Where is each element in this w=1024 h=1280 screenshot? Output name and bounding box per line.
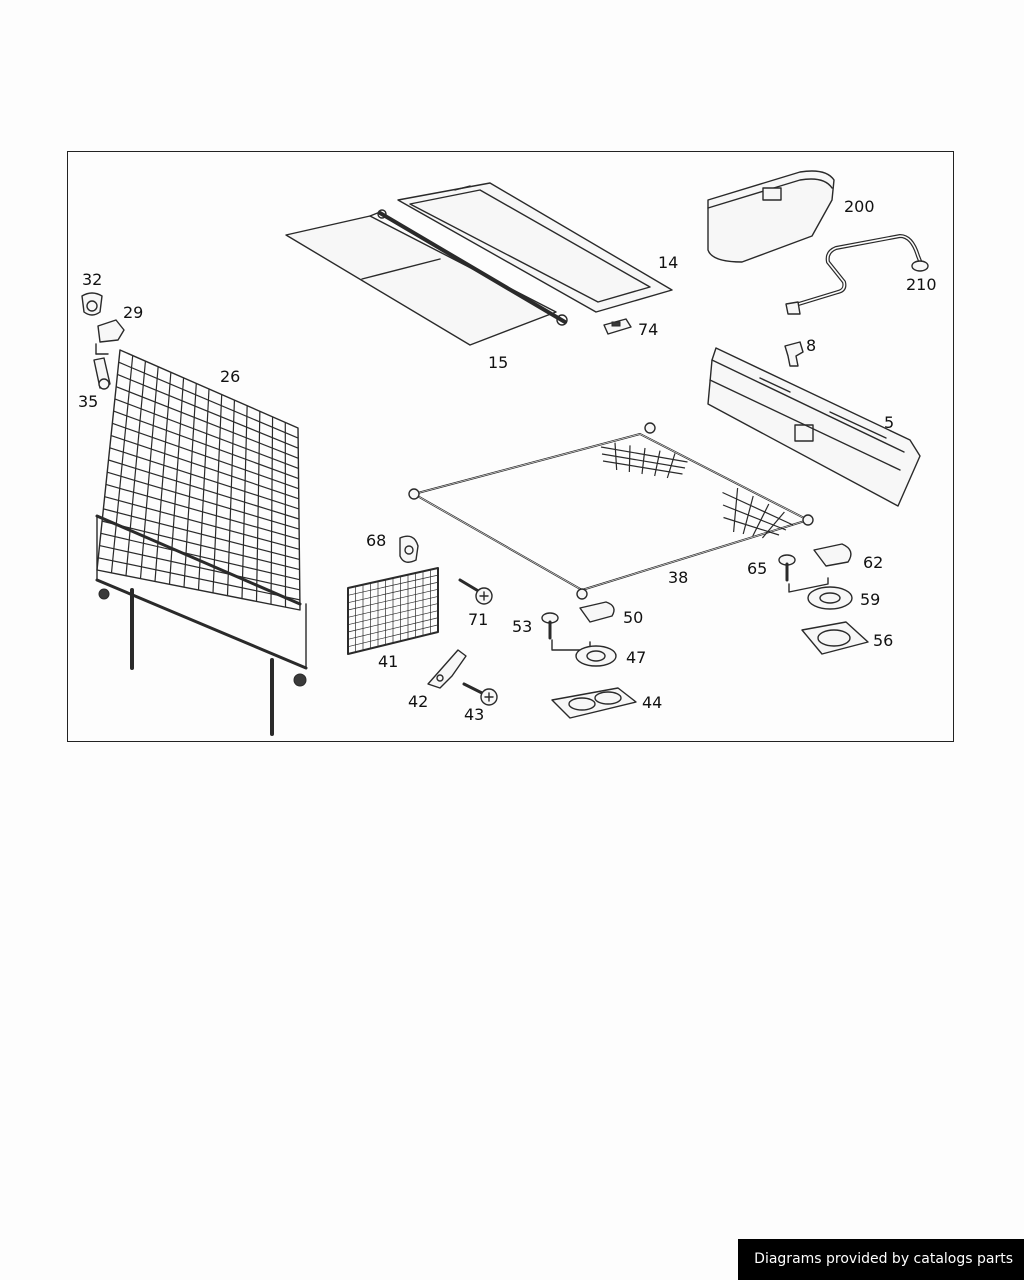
callout-41: 41	[378, 652, 398, 671]
part-43-screw	[462, 682, 498, 706]
part-200-storage-bag	[707, 170, 835, 263]
part-62-cover	[813, 543, 852, 567]
part-74-clip	[603, 318, 632, 335]
part-59-ring	[807, 586, 853, 610]
callout-26: 26	[220, 367, 240, 386]
part-35-bolt	[93, 357, 111, 390]
callout-200: 200	[844, 197, 875, 216]
callout-35: 35	[78, 392, 98, 411]
callout-59: 59	[860, 590, 880, 609]
part-15-cargo-floor-panel	[285, 211, 557, 346]
part-26-partition-net	[95, 349, 308, 736]
part-29-bracket	[95, 319, 125, 355]
callout-14: 14	[658, 253, 678, 272]
part-56-cup-holder	[801, 621, 869, 655]
footer-attribution-badge: Diagrams provided by catalogs parts	[738, 1239, 1024, 1280]
callout-5: 5	[884, 413, 894, 432]
part-8-clip	[784, 341, 804, 367]
part-32-cap	[81, 292, 103, 316]
callout-47: 47	[626, 648, 646, 667]
part-14-cargo-cover	[377, 182, 673, 326]
part-5-sill-trim	[707, 347, 921, 507]
callout-42: 42	[408, 692, 428, 711]
callout-43: 43	[464, 705, 484, 724]
part-53-screw	[541, 612, 591, 651]
callout-210: 210	[906, 275, 937, 294]
callout-68: 68	[366, 531, 386, 550]
part-38-floor-net	[408, 422, 814, 600]
part-50-cover	[579, 601, 615, 623]
callout-32: 32	[82, 270, 102, 289]
callout-62: 62	[863, 553, 883, 572]
part-41-pocket-net	[347, 567, 439, 655]
callout-56: 56	[873, 631, 893, 650]
callout-15: 15	[488, 353, 508, 372]
callout-50: 50	[623, 608, 643, 627]
callout-53: 53	[512, 617, 532, 636]
callout-8: 8	[806, 336, 816, 355]
part-44-tray	[551, 687, 637, 719]
callout-29: 29	[123, 303, 143, 322]
callout-38: 38	[668, 568, 688, 587]
part-65-screw	[778, 554, 829, 593]
part-47-ring	[575, 645, 617, 667]
callout-74: 74	[638, 320, 658, 339]
part-210-rod	[785, 234, 929, 315]
part-68-hook	[399, 535, 419, 563]
callout-71: 71	[468, 610, 488, 629]
callout-65: 65	[747, 559, 767, 578]
part-42-bracket	[427, 649, 467, 689]
callout-44: 44	[642, 693, 662, 712]
part-71-screw	[458, 578, 493, 605]
